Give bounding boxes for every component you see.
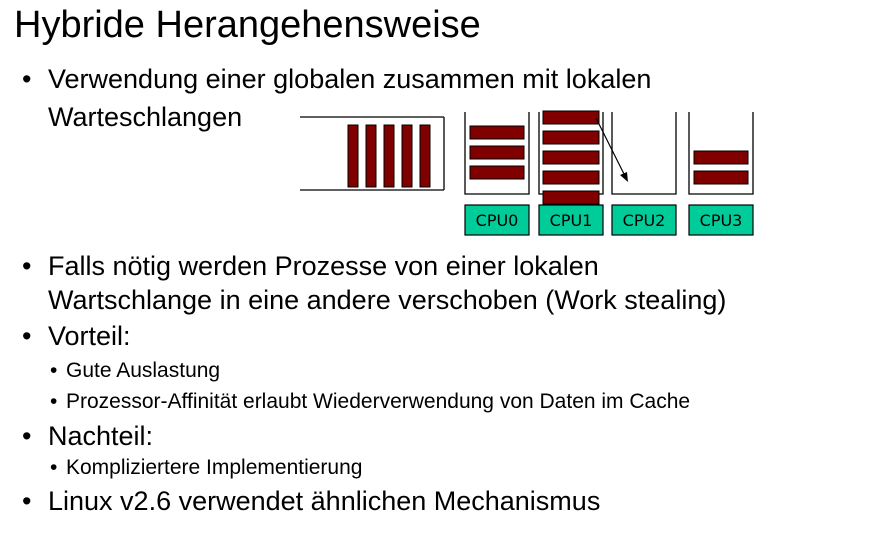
cpu0-process-block xyxy=(469,165,525,180)
sub-bullet-text: Kompliziertere Implementierung xyxy=(66,456,363,479)
cpu-box xyxy=(538,204,604,236)
cpu1-process-block xyxy=(542,170,600,185)
bullet-glyph: • xyxy=(22,251,32,281)
cpu-box-cpu3: CPU3 xyxy=(688,204,754,236)
bullet-text: Linux v2.6 verwendet ähnlichen Mechanism… xyxy=(48,486,601,516)
work-stealing-arrow-shaft xyxy=(595,117,626,177)
cpu-label: CPU2 xyxy=(623,211,666,230)
work-stealing-arrowhead xyxy=(620,172,628,182)
sub-bullet-text: Gute Auslastung xyxy=(66,359,221,382)
global-process-block xyxy=(419,124,431,188)
local-queue-cpu2 xyxy=(611,112,677,195)
bullet-text: Nachteil: xyxy=(48,421,154,451)
bullet-text: Warteschlangen xyxy=(48,102,243,132)
global-process-block xyxy=(365,124,377,188)
sub-bullet-glyph: • xyxy=(50,456,58,479)
local-queue-cpu3-outline xyxy=(688,112,754,195)
local-queue-cpu0-outline xyxy=(464,112,530,195)
local-queue-cpu0 xyxy=(464,112,530,195)
cpu0-process-block xyxy=(469,125,525,140)
bullet-glyph: • xyxy=(22,321,32,351)
cpu1-process-block xyxy=(542,130,600,145)
global-queue xyxy=(300,116,445,191)
global-process-block xyxy=(383,124,395,188)
sub-bullet-glyph: • xyxy=(50,390,58,413)
cpu-label: CPU0 xyxy=(476,211,519,230)
local-queue-cpu1 xyxy=(538,110,604,205)
queue-diagram: CPU0 CPU1 CPU2 CPU3 xyxy=(300,110,754,236)
cpu-box-cpu0: CPU0 xyxy=(464,204,530,236)
bullet-text: Wartschlange in eine andere verschoben (… xyxy=(48,285,727,315)
bullet-glyph: • xyxy=(22,421,32,451)
sub-bullet-text: Prozessor-Affinität erlaubt Wiederverwen… xyxy=(66,390,691,413)
bullet-glyph: • xyxy=(22,486,32,516)
cpu0-process-block xyxy=(469,145,525,160)
local-queue-cpu3 xyxy=(688,112,754,195)
cpu-label: CPU1 xyxy=(550,211,593,230)
cpu-box xyxy=(611,204,677,236)
bullet-glyph: • xyxy=(22,64,32,94)
cpu-box-cpu2: CPU2 xyxy=(611,204,677,236)
cpu-box xyxy=(688,204,754,236)
local-queue-cpu2-outline xyxy=(611,112,677,195)
page-title: Hybride Herangehensweise xyxy=(14,4,481,46)
bullet-text: Falls nötig werden Prozesse von einer lo… xyxy=(48,251,599,281)
cpu-box-cpu1: CPU1 xyxy=(538,204,604,236)
cpu3-process-block xyxy=(693,170,749,185)
cpu1-process-block xyxy=(542,110,600,125)
global-process-block xyxy=(401,124,413,188)
cpu1-process-block xyxy=(542,150,600,165)
work-stealing-arrow xyxy=(595,117,628,182)
bullet-text: Verwendung einer globalen zusammen mit l… xyxy=(48,64,652,94)
cpu-box xyxy=(464,204,530,236)
cpu3-process-block xyxy=(693,150,749,165)
sub-bullet-glyph: • xyxy=(50,359,58,382)
cpu1-process-block xyxy=(542,190,600,205)
bullet-text: Vorteil: xyxy=(48,321,131,351)
cpu-label: CPU3 xyxy=(700,211,743,230)
global-process-block xyxy=(347,124,359,188)
